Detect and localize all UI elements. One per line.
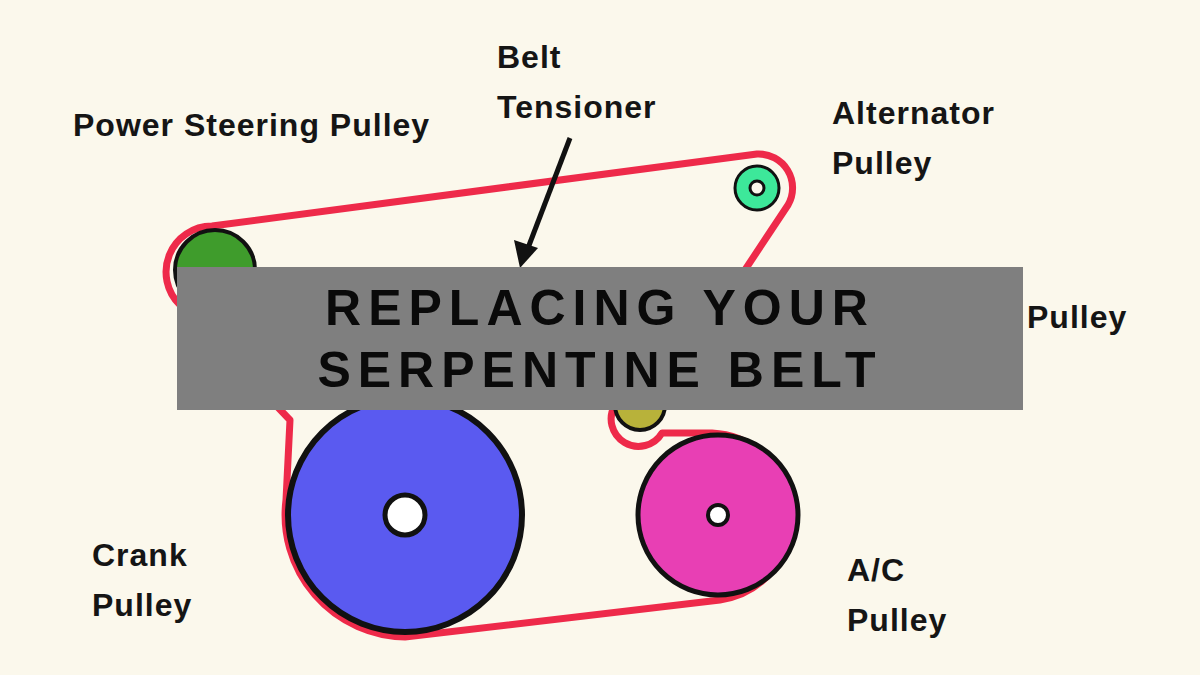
part-label: Crank Pulley [92, 530, 242, 630]
alternator-pulley [735, 166, 779, 210]
arrow-head [514, 240, 538, 268]
part-label: Pulley [1027, 292, 1195, 342]
pulley-hub [750, 181, 764, 195]
title-banner: REPLACING YOUR SERPENTINE BELT [177, 267, 1023, 410]
leader-arrow [528, 138, 570, 248]
banner-heading: REPLACING YOUR SERPENTINE BELT [250, 277, 950, 401]
part-label: Belt Tensioner [497, 32, 727, 132]
pulley-hub [708, 505, 728, 525]
part-label: Power Steering Pulley [73, 100, 433, 150]
ac-pulley [638, 435, 798, 595]
part-label: A/C Pulley [847, 545, 987, 645]
pulley-hub [385, 495, 425, 535]
crank-pulley [288, 398, 522, 632]
part-label: Alternator Pulley [832, 88, 1072, 188]
